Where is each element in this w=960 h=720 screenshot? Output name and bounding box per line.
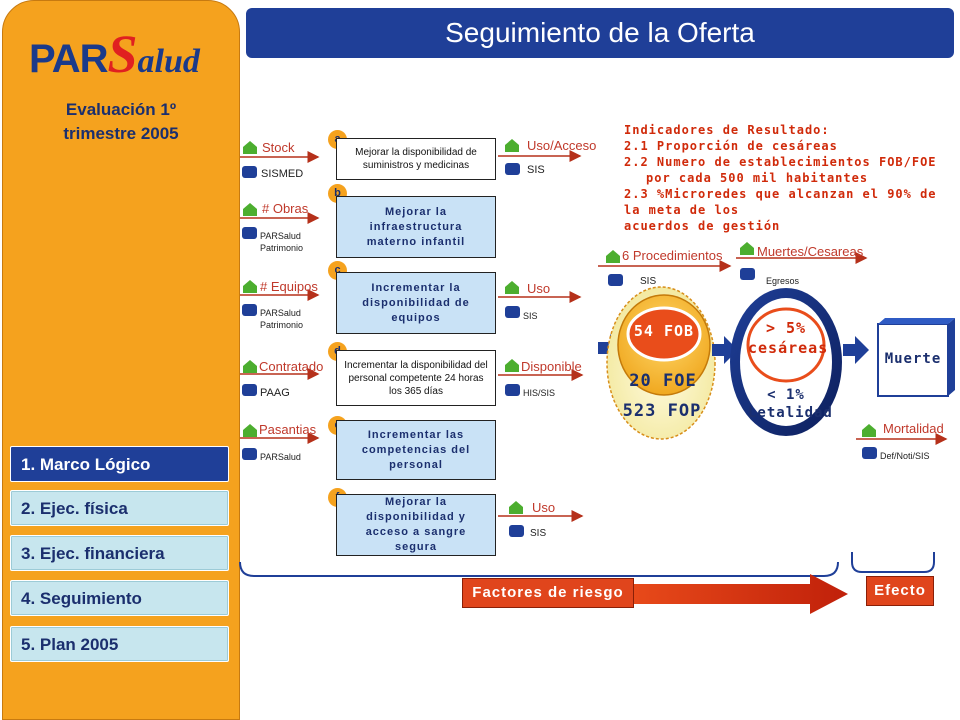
nav-ejec-fisica[interactable]: 2. Ejec. física bbox=[10, 490, 229, 526]
indicator-item: acuerdos de gestión bbox=[624, 219, 781, 233]
nav-plan-2005[interactable]: 5. Plan 2005 bbox=[10, 626, 229, 662]
output-source: SIS bbox=[523, 311, 538, 321]
input-label: Pasantias bbox=[259, 422, 317, 437]
muerte-box-top bbox=[878, 318, 955, 324]
box-competencias: Incrementar las competencias del persona… bbox=[336, 420, 496, 480]
input-source: PAAG bbox=[260, 387, 290, 399]
box-personal: Incrementar la disponibilidad del person… bbox=[336, 350, 496, 406]
page-title: Seguimiento de la Oferta bbox=[246, 8, 954, 58]
input-source-1: PARSalud bbox=[260, 231, 301, 241]
process-arrow-3 bbox=[843, 336, 869, 364]
output-label: Uso bbox=[532, 500, 556, 515]
deaths-source: Egresos bbox=[766, 276, 800, 286]
muerte-text: Muerte bbox=[884, 351, 942, 367]
box-sangre: Mejorar la disponibilidad y acceso a san… bbox=[336, 494, 496, 556]
house-icons bbox=[243, 139, 876, 514]
process-arrow-2 bbox=[712, 336, 738, 364]
output-arrows bbox=[498, 150, 948, 522]
output-source: HIS/SIS bbox=[523, 388, 556, 398]
input-label: Stock bbox=[262, 140, 295, 155]
effect-bracket bbox=[851, 552, 935, 573]
database-icons bbox=[242, 163, 877, 537]
evaluation-line2: trimestre 2005 bbox=[63, 124, 179, 143]
fop-text: 523 FOP bbox=[622, 401, 702, 421]
input-label: # Obras bbox=[262, 201, 309, 216]
nav-marco-logico[interactable]: 1. Marco Lógico bbox=[10, 446, 229, 482]
output-label: Uso bbox=[527, 281, 551, 296]
box-suministros: Mejorar la disponibilidad de suministros… bbox=[336, 138, 496, 180]
input-arrows bbox=[240, 151, 320, 444]
deaths-label: Muertes/Cesareas bbox=[757, 244, 864, 259]
foe-text: 20 FOE bbox=[629, 371, 697, 391]
input-source-1: PARSalud bbox=[260, 308, 301, 318]
input-label: # Equipos bbox=[260, 279, 318, 294]
factors-bracket bbox=[239, 561, 839, 577]
input-label: Contratado bbox=[259, 359, 324, 374]
logo-salud: alud bbox=[137, 43, 200, 80]
letalidad-text: < 1% Letalidad bbox=[748, 387, 833, 421]
indicator-item: 2.1 Proporción de cesáreas bbox=[624, 139, 838, 153]
nav-seguimiento[interactable]: 4. Seguimiento bbox=[10, 580, 229, 616]
muerte-box-side bbox=[948, 318, 955, 396]
box-infraestructura: Mejorar la infraestructura materno infan… bbox=[336, 196, 496, 258]
input-source: SISMED bbox=[261, 168, 304, 180]
procedures-label: 6 Procedimientos bbox=[622, 248, 723, 263]
fob-text: 54 FOB bbox=[633, 322, 695, 340]
indicator-item: 2.3 %Microredes que alcanzan el 90% de l… bbox=[624, 187, 937, 217]
logo-s: S bbox=[107, 24, 138, 84]
nav-ejec-financiera[interactable]: 3. Ejec. financiera bbox=[10, 535, 229, 571]
output-source: SIS bbox=[530, 528, 547, 539]
mortalidad-label: Mortalidad bbox=[883, 421, 944, 436]
indicators-block: Indicadores de Resultado: 2.1 Proporción… bbox=[624, 122, 960, 234]
input-source: PARSalud bbox=[260, 452, 301, 462]
input-source-2: Patrimonio bbox=[260, 243, 304, 253]
input-source-2: Patrimonio bbox=[260, 320, 304, 330]
cesareas-text: > 5% cesáreas bbox=[748, 319, 829, 357]
indicator-item: por cada 500 mil habitantes bbox=[646, 171, 869, 185]
logo-par: PAR bbox=[29, 37, 108, 81]
box-equipos: Incrementar la disponibilidad de equipos bbox=[336, 272, 496, 334]
evaluation-line1: Evaluación 1º bbox=[65, 100, 177, 119]
mortalidad-source: Def/Noti/SIS bbox=[880, 451, 930, 461]
output-label: Disponible bbox=[521, 359, 582, 374]
parsalud-logo: PARSalud bbox=[29, 23, 200, 85]
factores-riesgo-label: Factores de riesgo bbox=[462, 578, 634, 608]
big-arrow bbox=[632, 574, 848, 614]
efecto-label: Efecto bbox=[866, 576, 934, 606]
evaluation-label: Evaluación 1º trimestre 2005 bbox=[23, 98, 219, 146]
procedures-source: SIS bbox=[640, 276, 657, 287]
oval-fob-inner bbox=[626, 306, 702, 362]
oval-cesareas bbox=[746, 307, 826, 383]
output-label: Uso/Acceso bbox=[527, 138, 597, 153]
output-source: SIS bbox=[527, 164, 545, 176]
indicator-item: 2.2 Numero de establecimientos FOB/FOE bbox=[624, 155, 937, 169]
indicators-title: Indicadores de Resultado: bbox=[624, 123, 830, 137]
